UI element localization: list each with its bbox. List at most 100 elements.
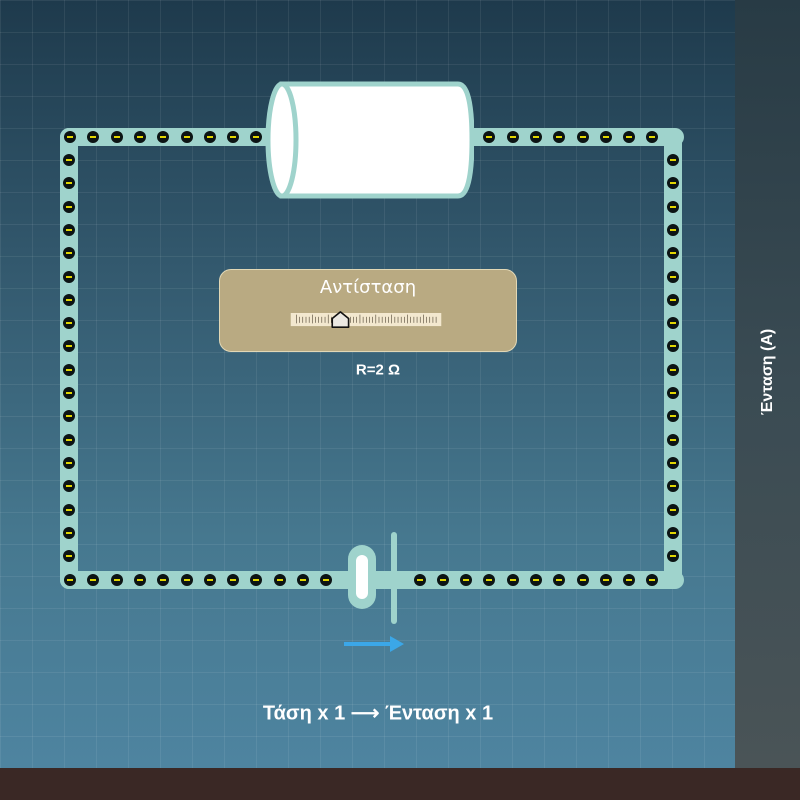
electron (64, 365, 74, 375)
slider-tick (381, 316, 383, 323)
slider-tick (299, 316, 300, 323)
electron (668, 295, 678, 305)
electron (135, 132, 145, 142)
current-direction-arrow-icon (344, 636, 404, 652)
electron (668, 248, 678, 258)
slider-tick (423, 314, 424, 324)
battery-icon[interactable] (340, 530, 420, 630)
resistance-slider[interactable] (228, 311, 504, 337)
electron (64, 458, 74, 468)
slider-tick (369, 316, 370, 323)
electron (321, 575, 331, 585)
electron (64, 411, 74, 421)
slider-tick (327, 314, 329, 324)
electron (461, 575, 471, 585)
electron (438, 575, 448, 585)
slider-tick (302, 316, 304, 323)
slider-tick (410, 316, 411, 323)
electron (65, 132, 75, 142)
slider-tick (366, 316, 367, 323)
slider-tick (356, 316, 357, 323)
voltage-current-ratio-text: Τάση x 1 ⟶ Ένταση x 1 (262, 702, 494, 725)
current-axis-label: Ένταση (A) (759, 328, 776, 416)
wire-left (60, 128, 78, 589)
electron (668, 178, 678, 188)
electron (668, 365, 678, 375)
electron (228, 575, 238, 585)
slider-tick (305, 316, 307, 323)
electron (64, 248, 74, 258)
slider-tick (315, 316, 316, 323)
slider-tick (400, 316, 402, 323)
electron (668, 202, 678, 212)
slider-tick (429, 316, 431, 323)
slider-tick (353, 316, 354, 323)
circuit-canvas: Αντίσταση R=2 Ω Τάση x 1 ⟶ Ένταση x 1 (0, 0, 735, 768)
electron (578, 575, 588, 585)
slider-tick (321, 316, 323, 323)
electron (668, 272, 678, 282)
slider-tick (296, 314, 297, 324)
wire-right (664, 128, 682, 589)
electron (275, 575, 285, 585)
electron (668, 528, 678, 538)
electron (668, 458, 678, 468)
slider-tick (426, 316, 427, 323)
electron (668, 341, 678, 351)
electron (668, 318, 678, 328)
electron (531, 132, 541, 142)
electron (668, 411, 678, 421)
slider-tick (416, 316, 418, 323)
electron (624, 132, 634, 142)
electron (668, 225, 678, 235)
electron (64, 528, 74, 538)
electron (112, 132, 122, 142)
slider-tick (394, 316, 396, 323)
slider-tick (359, 314, 361, 324)
electron (135, 575, 145, 585)
slider-tick (312, 314, 313, 324)
electron (64, 388, 74, 398)
electron (112, 575, 122, 585)
electron (554, 575, 564, 585)
electron (251, 575, 261, 585)
electron (64, 481, 74, 491)
electron (158, 132, 168, 142)
slider-tick (391, 314, 392, 324)
slider-tick (385, 316, 386, 323)
electron (182, 132, 192, 142)
electron (228, 132, 238, 142)
slider-tick (308, 316, 310, 323)
electron (205, 132, 215, 142)
slider-tick (419, 316, 421, 323)
slider-thumb[interactable] (331, 311, 350, 328)
electron (668, 551, 678, 561)
electron (64, 295, 74, 305)
slider-tick (331, 316, 332, 323)
slider-tick (350, 316, 351, 323)
slider-tick (362, 316, 364, 323)
light-bulb-icon[interactable] (262, 80, 474, 200)
electron (668, 505, 678, 515)
electron (65, 575, 75, 585)
electron (508, 132, 518, 142)
resistance-control-panel: Αντίσταση (219, 269, 517, 352)
electron (88, 575, 98, 585)
electron (64, 178, 74, 188)
electron (668, 388, 678, 398)
electron (158, 575, 168, 585)
resistance-panel-title: Αντίσταση (319, 277, 417, 298)
electron (298, 575, 308, 585)
electron (64, 551, 74, 561)
electron (182, 575, 192, 585)
electron (484, 575, 494, 585)
electron (578, 132, 588, 142)
electron (508, 575, 518, 585)
slider-tick (375, 314, 377, 324)
current-meter-panel (735, 0, 800, 768)
electron (668, 481, 678, 491)
slider-tick (318, 316, 319, 323)
electron (64, 318, 74, 328)
electron (415, 575, 425, 585)
slider-tick (432, 316, 434, 323)
